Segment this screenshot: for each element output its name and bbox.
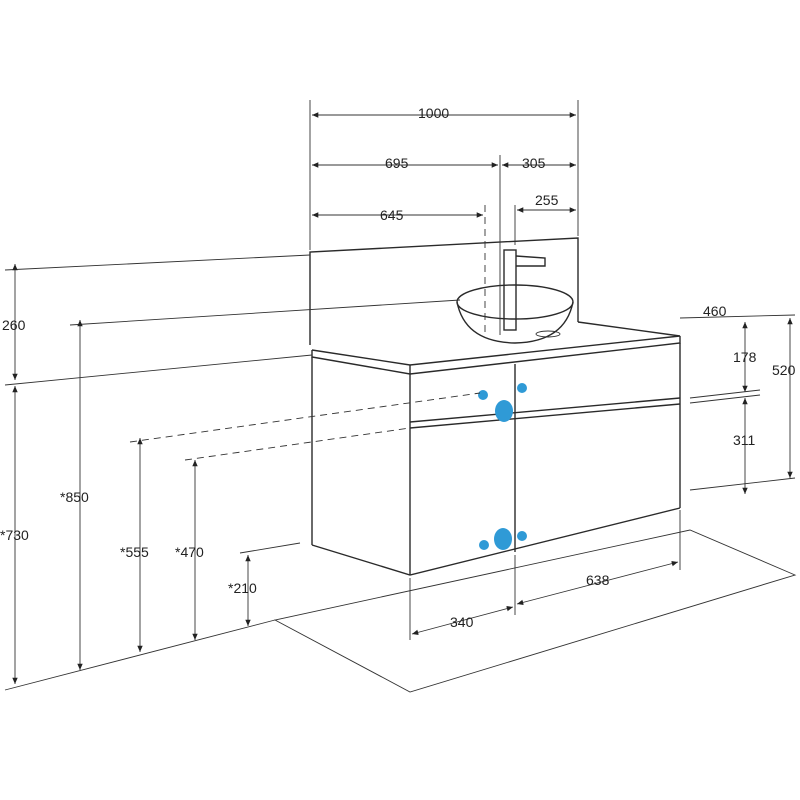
countertop [311,321,681,375]
label-1000: 1000 [418,105,449,121]
extension-lines [4,100,796,691]
label-255: 255 [535,192,559,208]
label-645: 645 [380,207,404,223]
label-555: *555 [120,544,149,560]
label-305: 305 [522,155,546,171]
label-730: *730 [0,527,29,543]
label-638: 638 [586,572,610,588]
vessel-basin [456,284,574,344]
label-460: 460 [703,303,727,319]
label-520: 520 [772,362,796,378]
floor-outline [273,529,797,693]
connection-points [478,383,527,550]
backsplash [309,237,579,345]
label-210: *210 [228,580,257,596]
label-695: 695 [385,155,409,171]
drawer-divider [409,397,681,423]
faucet [503,249,546,331]
label-850: *850 [60,489,89,505]
dimension-lines [12,112,793,684]
label-260: 260 [2,317,26,333]
label-311: 311 [733,432,756,448]
label-178: 178 [733,349,757,365]
label-470: *470 [175,544,204,560]
label-340: 340 [450,614,474,630]
cabinet [311,343,681,576]
